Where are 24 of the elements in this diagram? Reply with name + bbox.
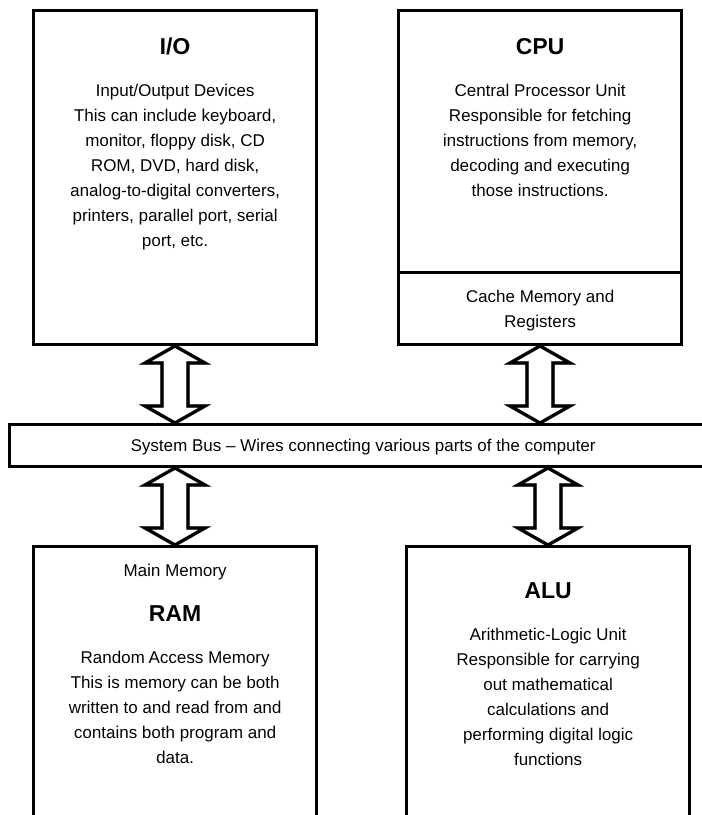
node-title: ALU [524, 576, 572, 604]
node-subtitle: Random Access Memory [80, 647, 270, 669]
node-title: I/O [160, 32, 190, 60]
node-description: This is memory can be both written to and read from and contains both program and data. [68, 672, 282, 769]
node-description: This can include keyboard, monitor, floppy disk, CD ROM, DVD, hard disk, analog-to-digital converters, printers, parallel port, serial port, etc. [69, 105, 281, 252]
component-box [32, 9, 318, 346]
component-box [8, 423, 702, 468]
node-description: System Bus – Wires connecting various parts of the computer [130, 435, 596, 457]
node-subtitle: Input/Output Devices [96, 80, 254, 102]
double-arrow [138, 466, 212, 548]
node-description: Responsible for carrying out mathematical calculations and performing digital logic functions [455, 649, 641, 771]
double-arrow [138, 344, 212, 426]
node-subtitle: Central Processor Unit [454, 80, 626, 102]
node-title: CPU [516, 32, 564, 60]
node-title: RAM [148, 599, 202, 627]
component-box [32, 545, 318, 815]
node-subtitle: Arithmetic-Logic Unit [470, 624, 626, 646]
component-box [405, 545, 691, 815]
double-arrow [511, 466, 585, 548]
component-box [397, 9, 683, 346]
node-description: Cache Memory and Registers [464, 286, 616, 333]
double-arrow [503, 344, 577, 426]
node-description: Responsible for fetching instructions from memory, decoding and executing those instructions. [442, 105, 638, 202]
node-heading: Main Memory [124, 560, 226, 582]
